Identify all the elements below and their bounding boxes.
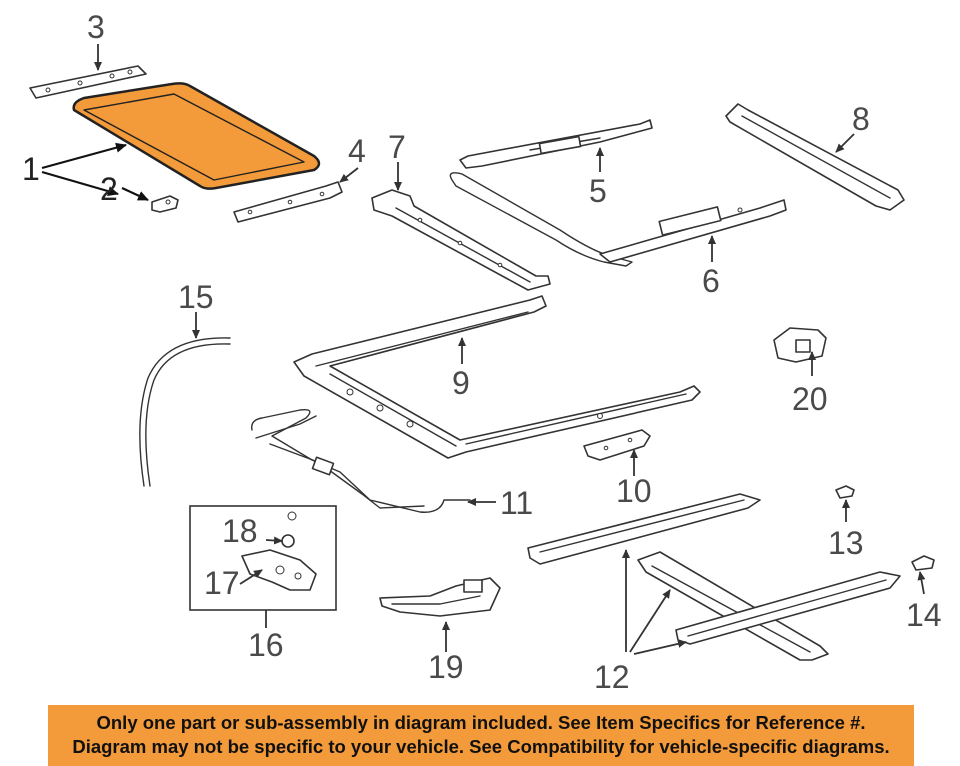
- callout-labels: 1 2 3 4 5 6 7 8 9 10 11 12 13 14 15 16 1…: [22, 9, 942, 695]
- callout-18: 18: [222, 513, 258, 549]
- part-19-handle: [379, 577, 501, 617]
- part-7-guide-rail: [371, 189, 551, 291]
- callout-5: 5: [589, 173, 607, 209]
- callout-12: 12: [594, 659, 630, 695]
- part-15-weatherstrip: [139, 337, 231, 487]
- disclaimer-line-2: Diagram may not be specific to your vehi…: [72, 736, 890, 757]
- part-6-seal-rail: [449, 172, 787, 267]
- callout-13: 13: [828, 525, 864, 561]
- part-4-rail-bracket: [233, 181, 343, 223]
- callout-9: 9: [452, 365, 470, 401]
- callout-3: 3: [87, 9, 105, 45]
- part-2-clip: [151, 195, 179, 213]
- disclaimer-banner: Only one part or sub-assembly in diagram…: [48, 705, 914, 766]
- part-14-clip: [911, 555, 935, 571]
- part-10-bracket: [583, 429, 651, 461]
- leader-lines: [41, 44, 926, 655]
- callout-15: 15: [178, 279, 214, 315]
- callout-10: 10: [616, 473, 652, 509]
- callout-17: 17: [204, 565, 240, 601]
- callout-7: 7: [388, 129, 406, 165]
- callout-1: 1: [22, 151, 40, 187]
- part-20-block: [773, 327, 827, 363]
- disclaimer-line-1: Only one part or sub-assembly in diagram…: [96, 712, 866, 733]
- part-13-knob: [835, 485, 855, 499]
- callout-4: 4: [348, 133, 366, 169]
- callout-6: 6: [702, 263, 720, 299]
- callout-19: 19: [428, 649, 464, 685]
- callout-14: 14: [906, 597, 942, 633]
- part-8-long-rail: [725, 103, 905, 211]
- part-1-glass-panel: [72, 82, 321, 190]
- part-9-frame: [293, 295, 701, 459]
- callout-11: 11: [500, 485, 533, 521]
- callout-20: 20: [792, 381, 828, 417]
- callout-2: 2: [100, 171, 118, 207]
- callout-16: 16: [248, 627, 284, 663]
- part-3-bracket: [29, 65, 147, 99]
- part-5-upper-rail: [459, 119, 653, 169]
- part-12-side-rails: [527, 493, 901, 661]
- callout-8: 8: [852, 101, 870, 137]
- part-11-drive-cable: [251, 408, 471, 513]
